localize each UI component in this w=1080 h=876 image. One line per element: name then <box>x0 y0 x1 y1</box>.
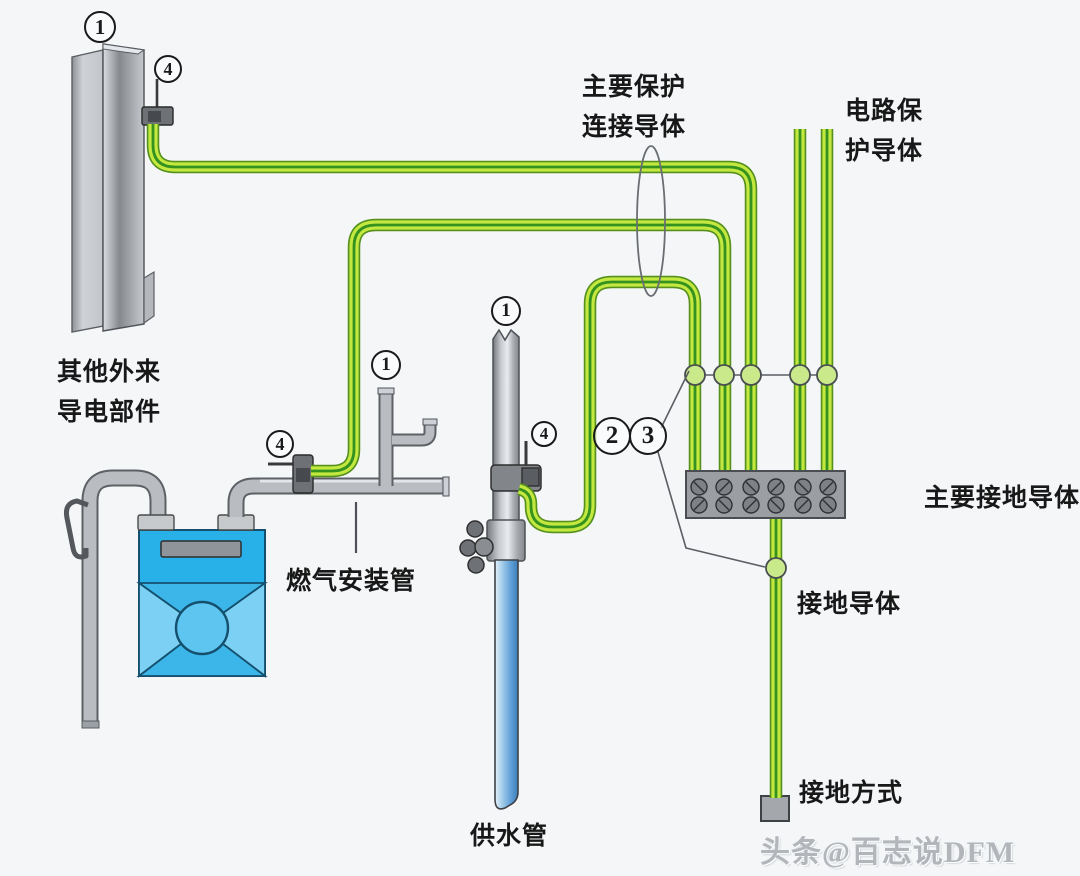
meter-left-nut <box>137 514 175 531</box>
branch-cap <box>422 418 438 426</box>
gas-installation-pipe <box>227 387 450 517</box>
marker-4-beam-clamp: 4 <box>154 55 182 83</box>
clamp-notch <box>296 468 310 482</box>
beam-left-face <box>71 49 104 333</box>
pointer-line-earth-circle <box>657 451 766 568</box>
label-circuit-protective-conductor: 电路保 护导体 <box>845 98 924 165</box>
gas-meter <box>136 514 268 678</box>
valve-handle-lobe <box>459 539 477 557</box>
terminal-block <box>685 470 846 519</box>
label-main-earthing-conductor: 主要接地导体 <box>924 485 1080 512</box>
beam-bonding-clamp <box>141 79 174 126</box>
label-earthing-method: 接地方式 <box>799 780 904 807</box>
meter-dial <box>174 600 230 656</box>
steel-beam <box>71 43 155 333</box>
marker-3: 3 <box>629 417 667 455</box>
meter-right-nut <box>217 514 255 531</box>
marker-1-water-pipe: 1 <box>491 296 521 326</box>
valve-hub <box>474 537 494 557</box>
beam-top-face <box>102 43 146 55</box>
label-gas-installation-pipe: 燃气安装管 <box>286 568 417 595</box>
pipe-end-cap <box>81 720 100 729</box>
clamp-notch <box>148 111 161 122</box>
valve-handle-lobe <box>467 556 485 574</box>
earthing-junction-circle <box>765 557 787 579</box>
terminal-screws <box>690 478 837 514</box>
meter-display <box>160 540 242 558</box>
main-earthing-terminal <box>685 470 846 519</box>
water-pipe-blue <box>494 559 519 810</box>
tee-top-cap <box>377 387 395 395</box>
marker-2: 2 <box>593 417 631 455</box>
beam-flange <box>143 270 155 325</box>
marker-4-water-clamp: 4 <box>531 421 557 447</box>
marker-4-gas-clamp: 4 <box>266 430 294 458</box>
pipe-hook <box>64 498 89 560</box>
marker-1-beam: 1 <box>84 11 116 43</box>
label-main-protective-bonding: 主要保护 连接导体 <box>581 74 686 141</box>
beam-front-face <box>102 43 145 332</box>
bonding-junction-row <box>684 364 838 386</box>
gas-service-pipe <box>64 469 167 729</box>
water-bonding-clamp <box>490 441 542 492</box>
gas-bonding-clamp <box>268 454 314 494</box>
water-pipe-gray <box>492 328 520 525</box>
label-water-supply-pipe: 供水管 <box>470 823 549 850</box>
clamp-lug <box>521 467 540 487</box>
valve-handle-lobe <box>466 520 484 538</box>
bonding-wire-beam <box>153 124 751 471</box>
marker-1-gas-pipe: 1 <box>371 350 401 380</box>
pipe-end-cap <box>442 476 450 497</box>
pipe-coupling <box>486 519 526 562</box>
earth-electrode <box>760 795 790 822</box>
water-pipe <box>459 328 526 810</box>
bonding-conductors-ellipse <box>636 145 666 297</box>
pointer-line-junction <box>660 370 690 429</box>
label-earthing-conductor: 接地导体 <box>797 591 902 618</box>
label-other-external-conductive-parts: 其他外来 导电部件 <box>57 359 162 426</box>
watermark: 头条@百志说DFM <box>760 836 1016 869</box>
